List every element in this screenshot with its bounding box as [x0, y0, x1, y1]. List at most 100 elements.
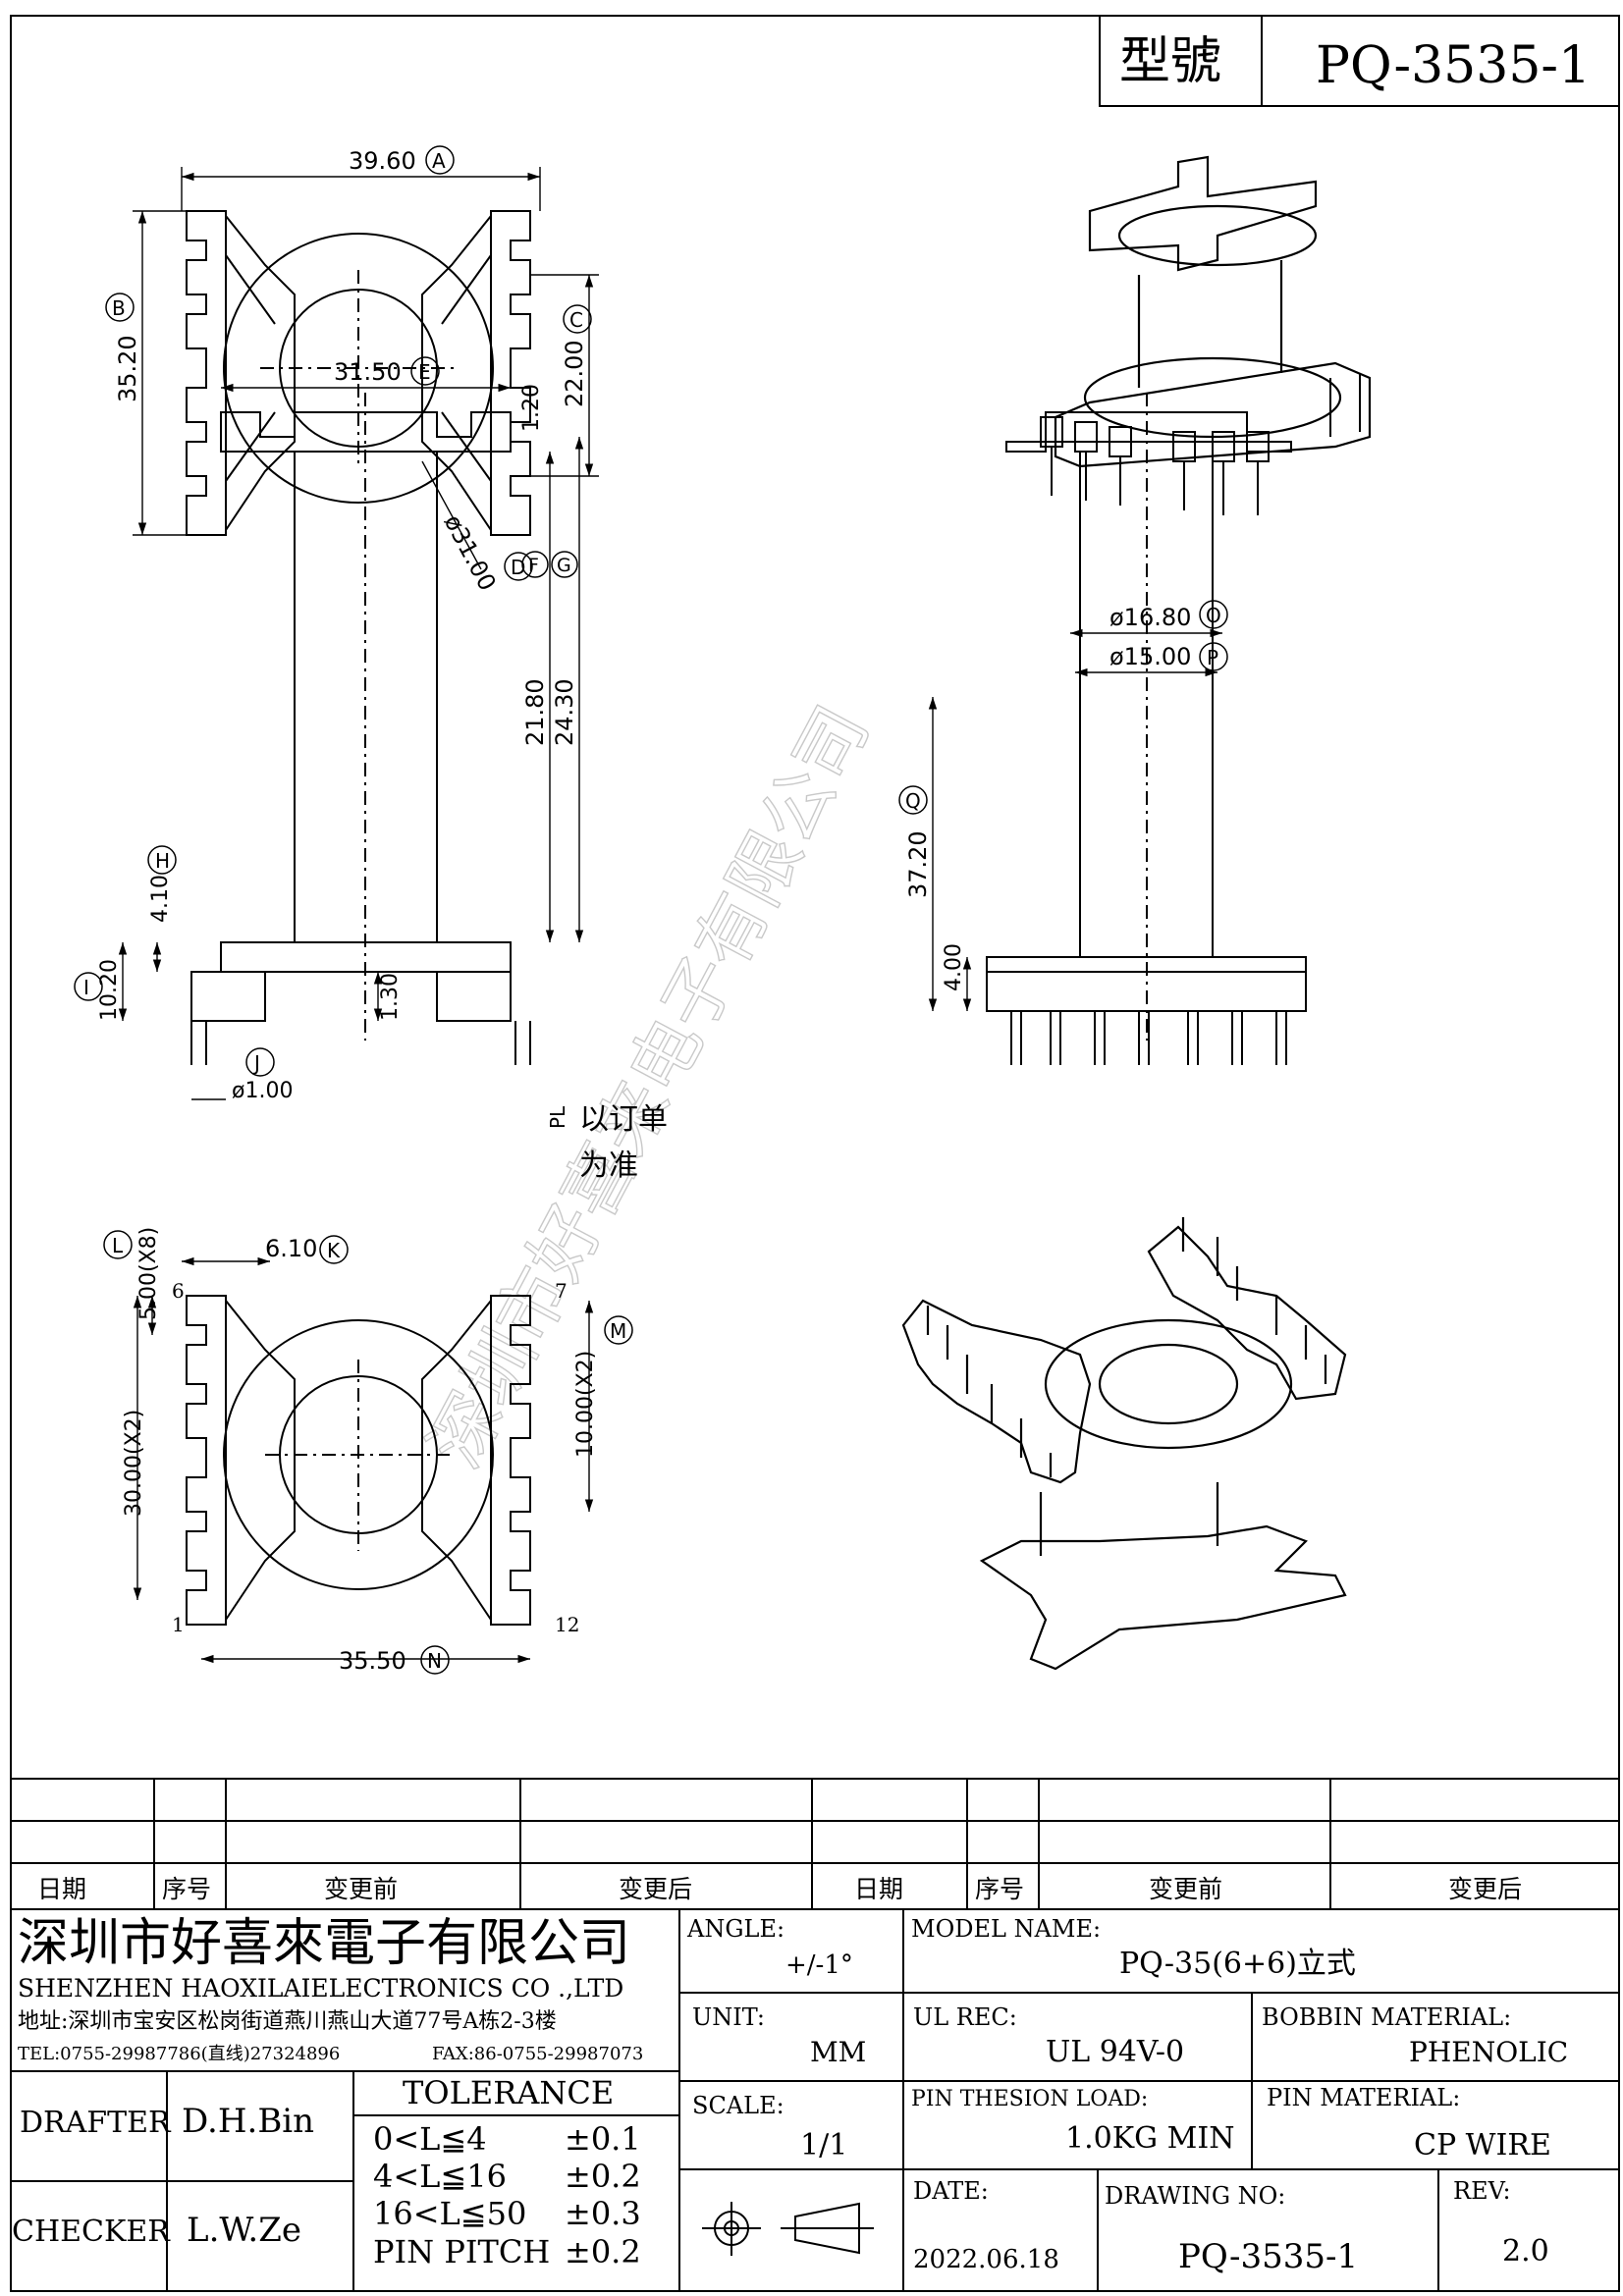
- tolerance-title: TOLERANCE: [403, 2074, 614, 2111]
- company-fax: FAX:86-0755-29987073: [432, 2044, 643, 2064]
- pin-label-7: 7: [555, 1279, 568, 1303]
- dim-P-value: ø15.00: [1109, 643, 1191, 670]
- checker-label: CHECKER: [12, 2215, 171, 2249]
- front-view: [190, 393, 531, 1065]
- dim-H-tag-text: H: [155, 849, 170, 873]
- angle-label: ANGLE:: [686, 1915, 784, 1943]
- dim-A-tag: [425, 145, 455, 175]
- date-label: DATE:: [913, 2177, 989, 2205]
- tolerance-value-4: ±0.2: [565, 2233, 641, 2270]
- dim-I-tag-text: I: [83, 976, 89, 999]
- pin-label-1: 1: [172, 1613, 185, 1636]
- model-label: MODEL NAME:: [911, 1915, 1101, 1943]
- iso-view-bottom: [901, 1217, 1347, 1671]
- date-value: 2022.06.18: [913, 2245, 1059, 2274]
- tolerance-range-2: 4<L≦16: [373, 2158, 507, 2195]
- rev-col-seq-2: 序号: [975, 1875, 1024, 1903]
- pinmat-label: PIN MATERIAL:: [1267, 2084, 1460, 2111]
- rev-col-date-2: 日期: [854, 1875, 903, 1903]
- dim-H-tag: [147, 845, 177, 875]
- dim-K-tag-text: K: [327, 1239, 341, 1262]
- tolerance-value-2: ±0.2: [565, 2158, 641, 2195]
- bottom-view: [186, 1295, 531, 1626]
- company-tel: TEL:0755-29987786(直线)27324896: [18, 2044, 340, 2064]
- dim-M-tag: [604, 1315, 633, 1345]
- iso-view-top: [1040, 155, 1372, 515]
- dim-L-tag: [103, 1230, 133, 1259]
- rev-col-after: 变更后: [619, 1875, 692, 1903]
- dim-G-value: 24.30: [551, 678, 578, 746]
- revision-table: [11, 1778, 1619, 1910]
- company-name-cn: 深圳市好喜來電子有限公司: [18, 1914, 630, 1973]
- dim-base-height: 4.00: [942, 943, 966, 991]
- dim-K-tag: [319, 1235, 349, 1264]
- bobbin-label: BOBBIN MATERIAL:: [1262, 2003, 1511, 2031]
- tolerance-value-3: ±0.3: [565, 2195, 641, 2232]
- tolerance-value-1: ±0.1: [565, 2120, 641, 2158]
- dim-K-value: 6.10: [265, 1235, 317, 1262]
- pl-note-line1: 以订单: [579, 1102, 668, 1137]
- header-box: 型號 PQ-3535-1: [1099, 15, 1620, 107]
- rev-label: REV:: [1453, 2177, 1511, 2205]
- dim-F-tag: [521, 551, 549, 578]
- dim-D-tag-text: D: [511, 556, 525, 579]
- tolerance-range-4: PIN PITCH: [373, 2233, 550, 2270]
- dim-L-tag-text: L: [112, 1234, 124, 1257]
- top-view-dims: [133, 167, 599, 570]
- watermark: 深圳市好喜来电子有限公司: [413, 693, 885, 1480]
- rev-col-after-2: 变更后: [1448, 1875, 1522, 1903]
- pin-label-6: 6: [172, 1279, 185, 1303]
- dim-N-tag-text: N: [427, 1649, 442, 1673]
- side-view: [986, 393, 1307, 1065]
- type-label: 型號: [1119, 32, 1221, 91]
- dim-B-tag: [105, 293, 135, 322]
- rev-value: 2.0: [1502, 2234, 1549, 2269]
- sheet-border: [10, 15, 1620, 2292]
- dim-pitch-total: 30.00(X2): [122, 1410, 146, 1517]
- tolerance-range-1: 0<L≦4: [373, 2120, 487, 2158]
- scale-value: 1/1: [800, 2128, 847, 2163]
- dim-base-gap: 1.30: [378, 973, 403, 1021]
- drawing-value: PQ-3535-1: [1178, 2237, 1358, 2276]
- dim-J-tag-text: J: [252, 1051, 260, 1075]
- ul-label: UL REC:: [913, 2003, 1017, 2031]
- dim-C-tag: [563, 304, 592, 334]
- dim-B-tag-text: B: [112, 296, 126, 320]
- dim-P-tag-text: P: [1207, 646, 1218, 669]
- dim-O-value: ø16.80: [1109, 604, 1191, 631]
- company-name-en: SHENZHEN HAOXILAIELECTRONICS CO .,LTD: [18, 1974, 623, 2002]
- dim-A-tag-text: A: [432, 149, 446, 173]
- drafter-label: DRAFTER: [20, 2106, 172, 2140]
- unit-value: MM: [810, 2036, 866, 2068]
- dim-O-tag-text: O: [1206, 604, 1221, 627]
- dim-B-value: 35.20: [114, 335, 141, 402]
- dim-Q-tag-text: Q: [905, 789, 921, 813]
- dim-A-value: 39.60: [349, 147, 416, 175]
- model-value: PQ-35(6+6)立式: [1119, 1947, 1356, 1981]
- tolerance-range-3: 16<L≦50: [373, 2195, 526, 2232]
- dim-H-value: 4.10: [148, 875, 173, 923]
- load-value: 1.0KG MIN: [1065, 2121, 1234, 2156]
- dim-J-value: ø1.00: [232, 1079, 293, 1103]
- dim-top-flange: 1.20: [519, 384, 544, 432]
- dim-G-tag: [551, 551, 578, 578]
- dim-F-value: 21.80: [521, 678, 549, 746]
- dim-E-tag: [410, 356, 440, 386]
- dim-M-tag-text: M: [610, 1319, 626, 1343]
- dim-L-value: 5.00(X8): [136, 1227, 161, 1320]
- side-view-dims: [928, 628, 1222, 1011]
- dim-D-tag: [504, 552, 533, 581]
- pin-label-12: 12: [555, 1613, 579, 1636]
- projection-symbol-icon: [702, 2202, 874, 2256]
- dim-E-value: 31.50: [334, 358, 402, 386]
- drafter-value: D.H.Bin: [182, 2102, 314, 2141]
- dim-Q-tag: [898, 785, 928, 815]
- dim-C-value: 22.00: [561, 340, 588, 407]
- ul-value: UL 94V-0: [1046, 2035, 1184, 2069]
- dim-P-tag: [1199, 642, 1228, 671]
- dim-N-value: 35.50: [339, 1647, 406, 1675]
- rev-col-before: 变更前: [324, 1875, 398, 1903]
- dim-M-value: 10.00(X2): [573, 1351, 598, 1458]
- checker-value: L.W.Ze: [187, 2211, 301, 2250]
